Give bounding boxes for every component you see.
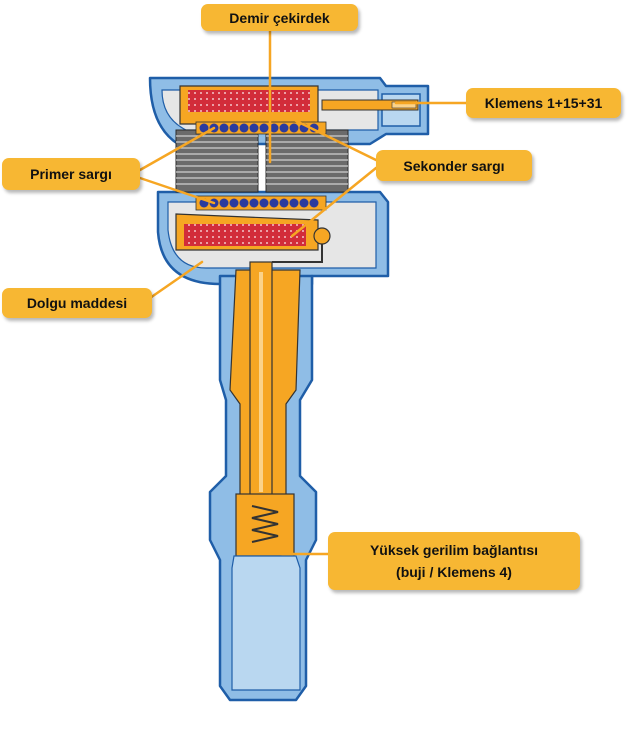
leader-sekonder-upper [280, 112, 378, 162]
label-yuksek-gerilim-line2: (buji / Klemens 4) [396, 564, 512, 580]
iron-core [175, 129, 349, 193]
hv-lead-wire [272, 244, 323, 263]
core-lamination-lines [176, 135, 348, 185]
label-klemens: Klemens 1+15+31 [466, 88, 621, 118]
high-voltage-conductor [229, 244, 323, 499]
hv-rod-inner-line [259, 272, 263, 492]
leader-lines [138, 28, 470, 556]
spark-plug-contact [231, 493, 301, 691]
primary-winding [195, 121, 327, 211]
contact-spring [251, 505, 279, 543]
label-yuksek-gerilim-line1: Yüksek gerilim bağlantısı [369, 542, 539, 558]
leader-primer-lower [138, 176, 216, 205]
label-demir-cekirdek: Demir çekirdek [201, 4, 358, 31]
label-dolgu-maddesi: Dolgu maddesi [2, 288, 152, 318]
label-yuksek-gerilim: Yüksek gerilim bağlantısı (buji / Klemen… [328, 532, 580, 590]
secondary-coil-upper [188, 90, 310, 112]
connector-pin [321, 99, 419, 111]
core-lamination-left [175, 129, 259, 193]
secondary-terminal [313, 227, 331, 245]
leader-primer-upper [138, 126, 216, 172]
label-sekonder-sargi: Sekonder sargı [376, 150, 532, 181]
spring-cup [235, 493, 295, 557]
leader-sekonder-lower [290, 166, 378, 238]
primary-connector [321, 93, 421, 127]
boot-cavity [231, 555, 301, 691]
leader-dolgu [148, 260, 204, 300]
label-primer-sargi: Primer sargı [2, 158, 140, 190]
secondary-coil-lower [184, 224, 306, 246]
